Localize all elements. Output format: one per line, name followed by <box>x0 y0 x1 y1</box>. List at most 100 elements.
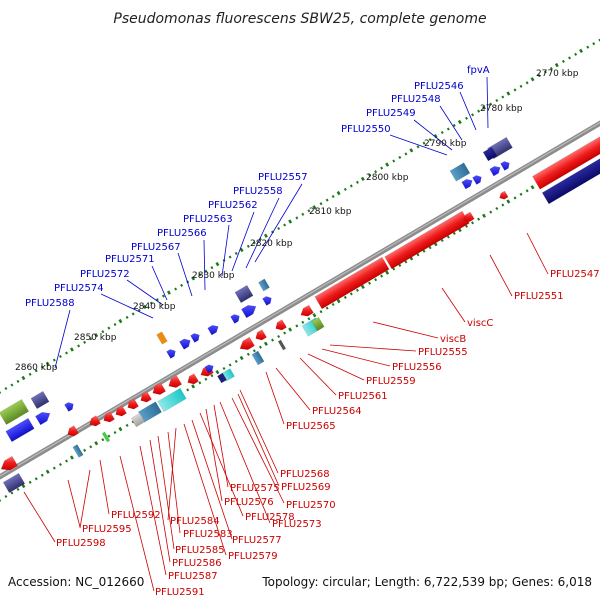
gene-label: PFLU2550 <box>341 124 391 135</box>
outer-tick <box>161 294 165 298</box>
inner-tick <box>52 466 56 470</box>
gene-block <box>130 412 146 428</box>
outer-tick <box>131 312 135 316</box>
outer-tick <box>404 152 408 156</box>
gene-block <box>156 331 168 345</box>
outer-tick <box>465 116 468 120</box>
inner-tick <box>319 310 323 314</box>
inner-tick <box>295 324 299 328</box>
outer-tick <box>482 105 486 110</box>
scale-label: 2860 kbp <box>15 363 58 373</box>
gene-block <box>482 146 498 162</box>
leader-line <box>237 393 280 487</box>
gene-label: PFLU2567 <box>131 242 181 253</box>
inner-tick <box>125 423 129 427</box>
leader-line <box>139 445 167 576</box>
gene-label: PFLU2577 <box>232 535 282 546</box>
leader-line <box>372 321 439 339</box>
outer-tick <box>416 145 420 149</box>
gene-arrow <box>35 412 51 426</box>
gene-label: PFLU2578 <box>245 512 295 523</box>
gene-label: PFLU2571 <box>105 254 155 265</box>
inner-tick <box>0 498 2 503</box>
inner-tick <box>34 477 38 481</box>
inner-tick <box>368 281 371 285</box>
inner-tick <box>118 426 123 432</box>
gene-label: PFLU2557 <box>258 172 308 183</box>
leader-line <box>119 455 155 592</box>
scale-label: 2840 kbp <box>133 302 176 312</box>
gene-block <box>30 390 50 410</box>
gene-label: PFLU2568 <box>280 469 330 480</box>
outer-tick <box>166 290 171 295</box>
outer-tick <box>409 148 414 153</box>
gene-block <box>2 472 26 494</box>
outer-tick <box>380 166 384 170</box>
inner-tick <box>113 430 117 435</box>
inner-tick <box>525 189 529 193</box>
outer-tick <box>149 301 153 305</box>
leader-lines <box>23 76 549 592</box>
leader-line <box>149 439 171 563</box>
inner-tick <box>198 381 202 385</box>
leader-line <box>100 293 154 319</box>
inner-tick <box>392 267 396 271</box>
leader-line <box>177 252 193 297</box>
scale-label: 2800 kbp <box>366 173 409 183</box>
topology-text: Topology: circular; Length: 6,722,539 bp… <box>261 575 592 589</box>
outer-tick <box>107 326 111 330</box>
outer-tick <box>45 361 50 366</box>
gene-label: PFLU2588 <box>25 298 75 309</box>
leader-line <box>183 423 227 556</box>
outer-tick <box>271 230 274 234</box>
leader-line <box>126 279 164 306</box>
leader-line <box>439 105 463 141</box>
gene-label: PFLU2555 <box>418 347 468 358</box>
inner-tick <box>258 345 262 349</box>
leader-line <box>23 491 56 543</box>
leader-line <box>275 367 311 411</box>
outer-tick <box>40 365 44 369</box>
gene-label: fpvA <box>467 65 490 76</box>
gene-label: PFLU2569 <box>281 482 331 493</box>
inner-tick <box>222 366 226 371</box>
inner-tick <box>495 206 499 211</box>
inner-tick <box>94 441 99 446</box>
leader-line <box>265 371 285 425</box>
outer-tick <box>495 98 499 103</box>
inner-tick <box>477 217 481 221</box>
outer-tick <box>549 66 553 71</box>
inner-tick <box>374 278 378 282</box>
inner-tick <box>385 270 390 275</box>
inner-tick <box>16 487 20 491</box>
gene-label: PFLU2587 <box>168 571 218 582</box>
outer-tick <box>477 109 481 113</box>
gene-label: PFLU2566 <box>157 228 207 239</box>
outer-tick <box>155 298 159 302</box>
inner-tick <box>271 338 274 342</box>
gene-label: PFLU2592 <box>111 510 161 521</box>
outer-tick <box>501 95 505 99</box>
inner-tick <box>501 203 505 207</box>
gene-arrow <box>230 314 240 324</box>
outer-tick <box>89 337 93 341</box>
inner-tick <box>191 384 196 389</box>
gene-arrow <box>207 325 219 336</box>
outer-tick <box>392 159 396 163</box>
outer-tick <box>204 269 208 273</box>
gene-arrow <box>152 382 167 395</box>
leader-line <box>221 224 230 277</box>
inner-tick <box>4 494 8 499</box>
outer-tick <box>277 226 281 231</box>
outer-tick <box>180 283 184 287</box>
gene-arrow <box>500 161 510 171</box>
gene-label: PFLU2576 <box>224 497 274 508</box>
gene-arrow <box>103 411 115 423</box>
gene-block <box>314 256 390 310</box>
inner-tick <box>89 445 93 449</box>
inner-tick <box>228 363 232 367</box>
leader-line <box>459 91 477 131</box>
inner-tick <box>40 473 44 477</box>
inner-tick <box>331 302 335 307</box>
gene-arrow <box>499 190 509 200</box>
